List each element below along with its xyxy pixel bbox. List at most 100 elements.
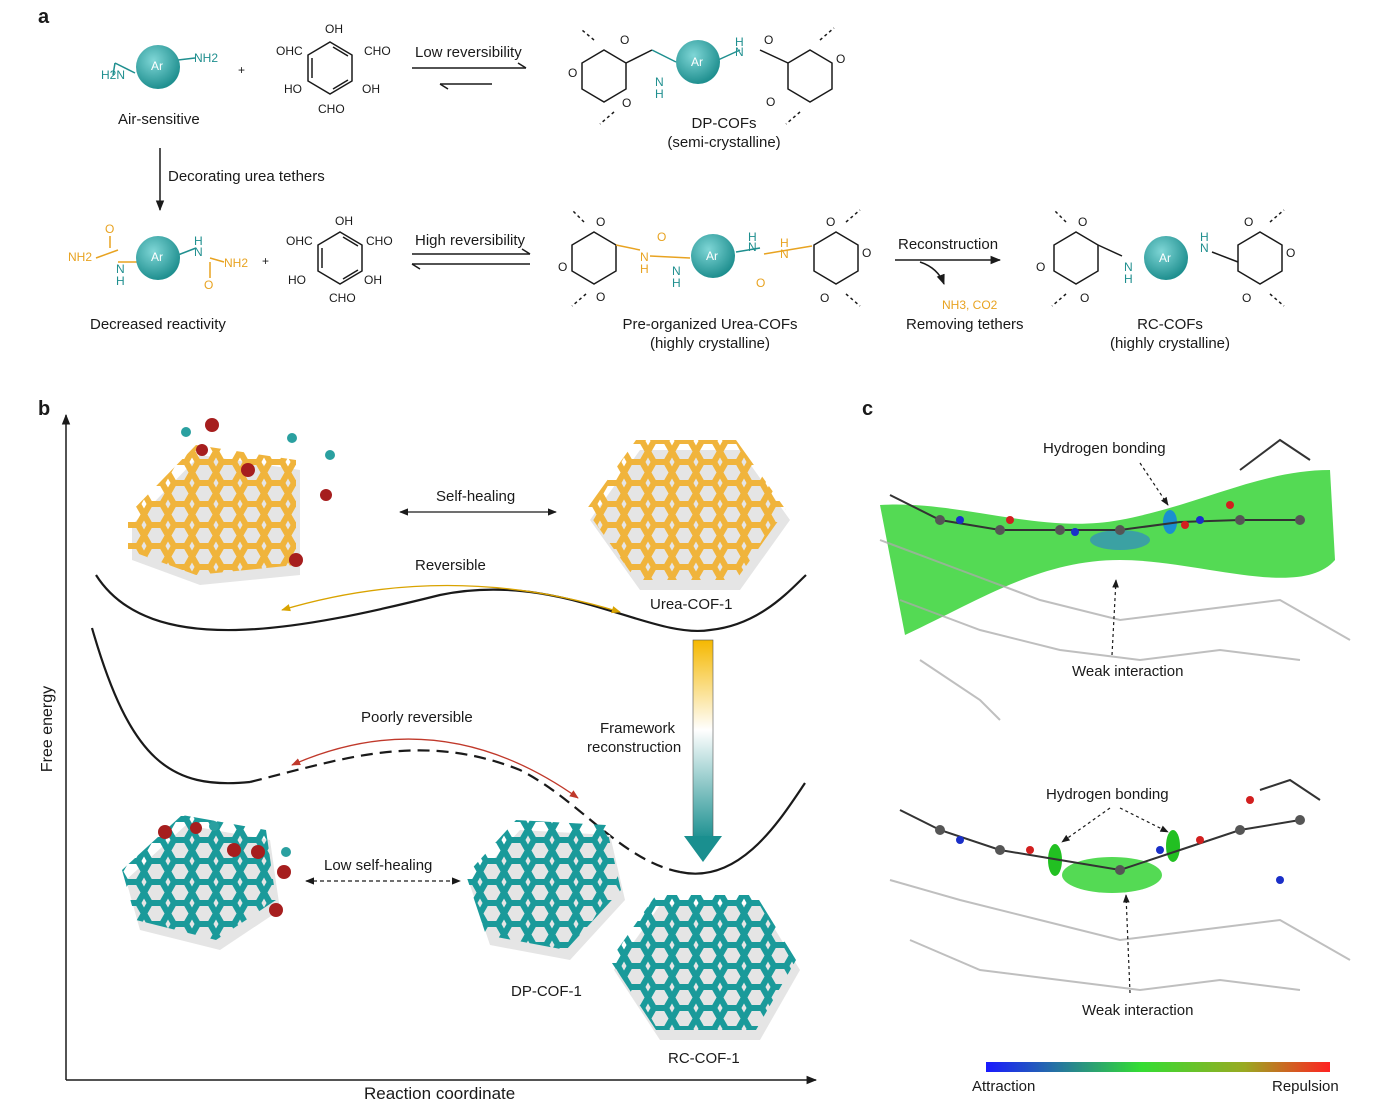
dp-cof-model	[466, 820, 625, 960]
dp-h-right: H	[735, 35, 744, 49]
poorly-reversible-arrow	[291, 738, 579, 799]
nci-callouts	[1061, 462, 1169, 994]
aldehyde2-oh-right: OH	[364, 273, 382, 287]
urea-energy-curve	[95, 574, 807, 633]
high-reversibility-arrows	[411, 248, 531, 270]
aldehyde2-oh-top: OH	[335, 214, 353, 228]
framework-reconstruction-arrow	[684, 639, 722, 862]
urea-cof-o-bottom2: O	[820, 291, 830, 305]
urea-cof-o-top: O	[596, 215, 606, 229]
reversible-arrow	[281, 584, 621, 614]
self-healing-label: Self-healing	[436, 488, 516, 505]
urea-n-left: N	[116, 262, 125, 276]
dp-o-right: O	[836, 52, 846, 66]
energy-axes	[61, 413, 818, 1085]
low-self-healing-label: Low self-healing	[324, 857, 433, 874]
urea-h-left: H	[116, 274, 125, 288]
low-reversibility-label: Low reversibility	[415, 44, 522, 61]
rc-cofs-label: RC-COFs	[1137, 316, 1203, 333]
rc-n-left: N	[1124, 260, 1133, 274]
nci-model-top	[879, 438, 1351, 721]
removing-tethers-label: Removing tethers	[906, 316, 1024, 333]
aldehyde-ring-bottom	[317, 231, 363, 285]
byproducts-label: NH3, CO2	[942, 298, 998, 312]
urea-cof-n1: N	[640, 250, 649, 264]
amine-left-label: H2N	[101, 68, 126, 82]
urea-cof-h1: H	[640, 262, 649, 276]
weak-top-label: Weak interaction	[1072, 663, 1184, 680]
urea-cof-n2: N	[672, 264, 681, 278]
ar-sphere-urea	[615, 234, 813, 278]
attraction-label: Attraction	[972, 1078, 1036, 1095]
ar-label-1: Ar	[151, 59, 163, 73]
dp-energy-curve-dashed	[249, 749, 681, 874]
dp-o-left: O	[568, 66, 578, 80]
amine-right-label: NH2	[194, 51, 219, 65]
ordered-urea-cof-model	[586, 440, 790, 590]
urea-h-right: H	[194, 234, 203, 248]
urea-cof-n4: N	[780, 247, 789, 261]
ar-label-dp: Ar	[691, 55, 703, 69]
aldehyde-oh-top: OH	[325, 22, 343, 36]
urea-cof-h2: H	[672, 276, 681, 290]
urea-monomer	[95, 236, 225, 280]
dp-o-top: O	[620, 33, 630, 47]
rc-cof1-label: RC-COF-1	[668, 1050, 740, 1067]
urea-cof-o-left: O	[558, 260, 568, 274]
aldehyde-oh-right: OH	[362, 82, 380, 96]
dp-n-left: N	[655, 75, 664, 89]
dp-h-left: H	[655, 87, 664, 101]
rc-o-top: O	[1078, 215, 1088, 229]
decorating-label: Decorating urea tethers	[168, 168, 325, 185]
dp-o-bottom2: O	[766, 95, 776, 109]
rc-cof-model	[610, 895, 800, 1040]
panel-label-b: b	[38, 398, 51, 420]
reconstruction-label: Reconstruction	[898, 236, 999, 253]
urea-cof-o-mid2: O	[756, 276, 766, 290]
urea-cofs-label: Pre-organized Urea-COFs	[622, 316, 798, 333]
y-axis-label: Free energy	[39, 685, 56, 773]
urea-cof-o-bottom: O	[596, 290, 606, 304]
high-reversibility-label: High reversibility	[415, 232, 526, 249]
dp-cof-structure	[581, 27, 835, 125]
repulsion-label: Repulsion	[1272, 1078, 1339, 1095]
aldehyde-cho-bottom: CHO	[318, 102, 345, 116]
aldehyde2-ohc: OHC	[286, 234, 313, 248]
urea-nh2-right: NH2	[224, 256, 249, 270]
x-axis-label: Reaction coordinate	[364, 1084, 516, 1103]
urea-cofs-sublabel: (highly crystalline)	[649, 335, 771, 352]
aldehyde-ohc: OHC	[276, 44, 303, 58]
plus-sign-1: +	[238, 63, 246, 77]
urea-cof-o-mid1: O	[657, 230, 667, 244]
ar-diamine-molecule	[112, 45, 196, 89]
rc-h-left: H	[1124, 272, 1133, 286]
rc-o-top2: O	[1244, 215, 1254, 229]
urea-cof-h3: H	[748, 230, 757, 244]
hbond-bottom-label: Hydrogen bonding	[1046, 786, 1169, 803]
urea-nh2-left: NH2	[68, 250, 93, 264]
rc-cofs-sublabel: (highly crystalline)	[1109, 335, 1231, 352]
rc-h-right: H	[1200, 230, 1209, 244]
disordered-urea-cof-model	[128, 418, 335, 585]
rc-o-right: O	[1286, 246, 1296, 260]
aldehyde2-ho: HO	[288, 273, 306, 287]
poorly-reversible-label: Poorly reversible	[361, 709, 473, 726]
dp-o-top2: O	[764, 33, 774, 47]
reversible-label: Reversible	[415, 557, 486, 574]
rc-n-right: N	[1200, 241, 1209, 255]
rc-o-bottom: O	[1080, 291, 1090, 305]
rc-energy-curve	[679, 782, 806, 875]
nci-color-scale	[986, 1062, 1330, 1072]
dp-o-bottom: O	[622, 96, 632, 110]
urea-cof-h4: H	[780, 236, 789, 250]
reconstruction-arrow	[895, 255, 1002, 285]
framework-label-line1: Framework	[600, 720, 676, 737]
aldehyde-ring-top	[307, 41, 353, 95]
nci-model-bottom	[889, 778, 1351, 992]
panel-label-a: a	[38, 6, 50, 28]
aldehyde-cho-right: CHO	[364, 44, 391, 58]
aldehyde2-cho-bottom: CHO	[329, 291, 356, 305]
aldehyde2-cho-right: CHO	[366, 234, 393, 248]
dp-cof1-label: DP-COF-1	[511, 983, 582, 1000]
